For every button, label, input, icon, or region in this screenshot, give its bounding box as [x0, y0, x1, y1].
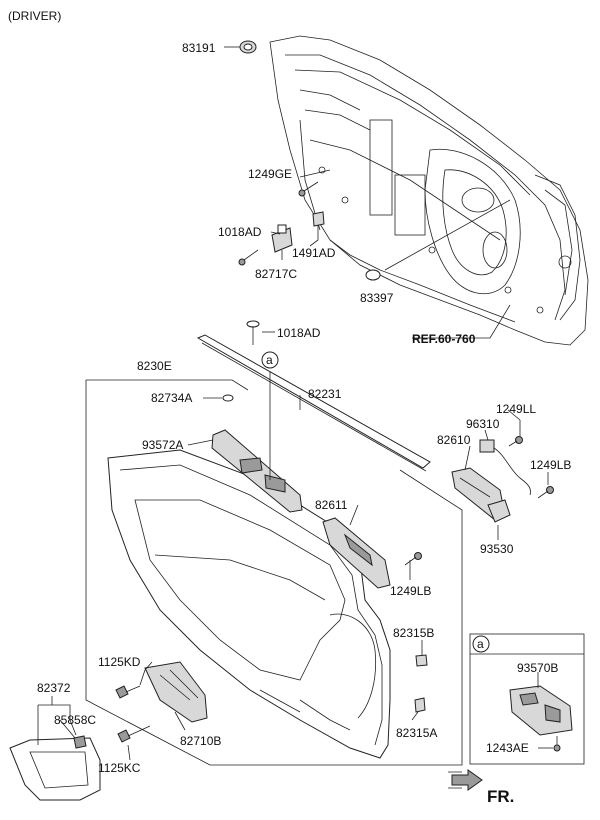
label-82717C: 82717C: [255, 267, 297, 281]
label-93570B: 93570B: [517, 661, 558, 675]
label-82315A: 82315A: [396, 726, 437, 740]
part-1249LL-screw: [508, 436, 523, 447]
label-82734A: 82734A: [151, 391, 192, 405]
label-1018AD-mid: 1018AD: [277, 326, 321, 340]
part-1249GE-screw: [298, 181, 319, 197]
label-1125KD: 1125KD: [98, 655, 141, 669]
label-ref-60-760: REF.60-760: [412, 332, 476, 346]
door-inner-frame: [269, 35, 589, 346]
label-8230E: 8230E: [137, 359, 172, 373]
label-96310: 96310: [466, 417, 500, 431]
part-93570B-switch: [509, 685, 573, 736]
part-1125KD-bolt: [115, 685, 141, 699]
part-93572A-switch-panel: [211, 429, 303, 513]
label-1249LB-mid: 1249LB: [390, 584, 431, 598]
label-1243AE: 1243AE: [486, 741, 529, 755]
part-1125KC-bolt: [117, 725, 151, 743]
label-82315B: 82315B: [393, 626, 434, 640]
label-1125KC: 1125KC: [98, 761, 141, 775]
part-1243AE-screw: [553, 736, 561, 752]
part-82372-pocket: [9, 737, 101, 801]
part-83191: [239, 40, 257, 54]
label-1249LB-right: 1249LB: [530, 458, 571, 472]
label-93530: 93530: [480, 542, 514, 556]
callout-a: a: [261, 351, 279, 369]
part-96310: [479, 439, 531, 496]
part-82611-bezel: [322, 517, 391, 589]
labels: (DRIVER) 83191 1249GE 1018AD 1491AD 8271…: [8, 9, 571, 806]
part-1018AD-mid-screw: [246, 320, 260, 345]
part-93530: [487, 499, 511, 523]
part-1491AD-clip: [312, 211, 325, 227]
label-82610: 82610: [437, 433, 471, 447]
part-82710B-bracket: [144, 661, 208, 723]
door-trim-panel: [107, 449, 391, 759]
label-1249GE: 1249GE: [248, 167, 292, 181]
label-82372: 82372: [37, 681, 71, 695]
label-82231: 82231: [308, 387, 342, 401]
inset-a-label: a: [477, 637, 484, 651]
label-82710B: 82710B: [180, 734, 221, 748]
part-82315B-clip: [415, 654, 428, 667]
label-93572A: 93572A: [142, 438, 183, 452]
part-82734A-clip: [222, 394, 234, 402]
front-direction-arrow: [448, 769, 483, 791]
inset-box-a: a: [469, 633, 585, 765]
part-82717C-bracket: [271, 224, 293, 253]
label-82611: 82611: [315, 498, 348, 512]
callout-a-label: a: [266, 353, 273, 367]
label-85858C: 85858C: [54, 713, 96, 727]
leader-lines: [37, 46, 549, 766]
label-fr: FR.: [487, 787, 514, 806]
part-83397-plug: [365, 269, 381, 281]
label-83397: 83397: [360, 291, 394, 305]
part-1018AD-top-screw: [238, 249, 259, 266]
label-1491AD: 1491AD: [292, 246, 336, 260]
label-1018AD-top: 1018AD: [218, 225, 262, 239]
part-82315A-clip: [414, 697, 426, 713]
diagram-title: (DRIVER): [8, 9, 61, 23]
part-1249LB-right-screw: [537, 486, 554, 499]
label-83191: 83191: [182, 41, 216, 55]
part-1249LB-mid-screw: [404, 552, 422, 566]
part-82231-weatherstrip: [196, 334, 431, 472]
label-1249LL: 1249LL: [496, 402, 536, 416]
part-85858C-clip: [73, 735, 87, 749]
